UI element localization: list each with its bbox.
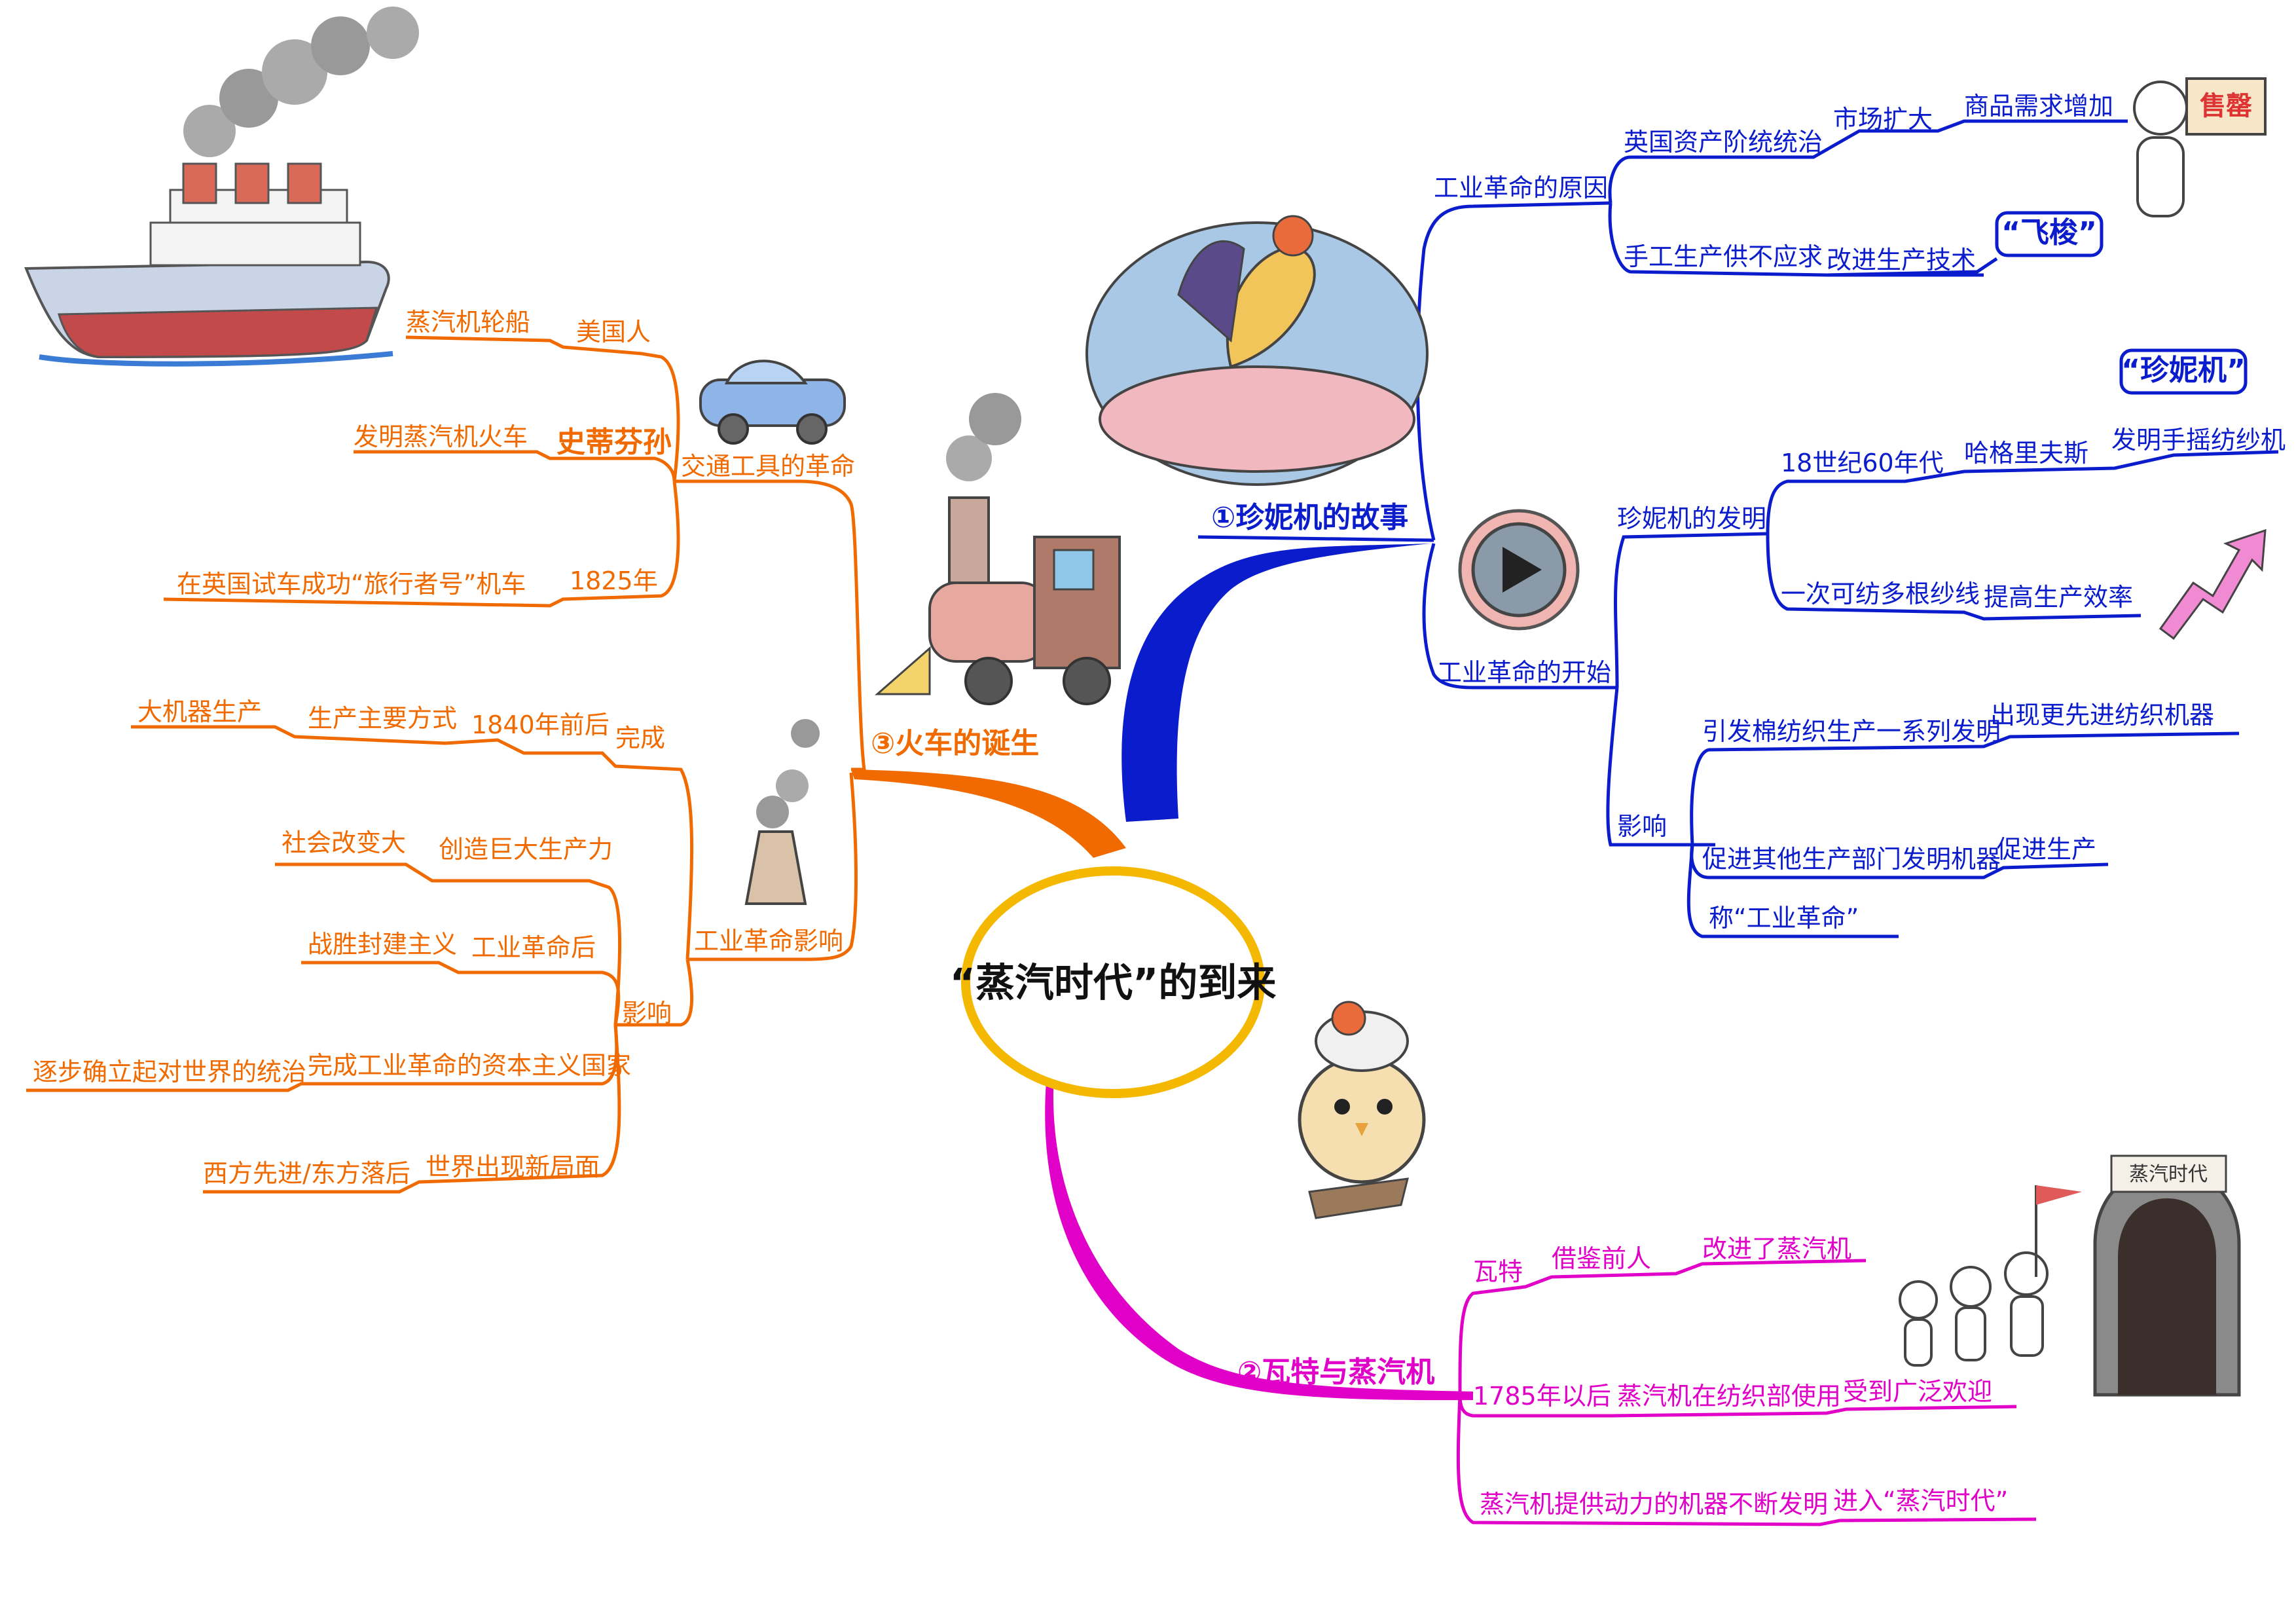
steamship-illustration [24,7,419,367]
watt-item1-a: 借鉴前人 [1552,1244,1651,1273]
start-inv-1: 18世纪60年代 [1781,449,1944,477]
impact-influence: 影响 [622,999,672,1027]
transport-item3-a: 在英国试车成功“旅行者号”机车 [177,570,526,599]
watt-item2-a: 蒸汽机在纺织部使用 [1617,1382,1841,1411]
tunnel-illustration: 蒸汽时代 [2093,1154,2241,1397]
start-inv-1b: 发明手摇纺纱机 [2111,426,2286,454]
start-inv-1a: 哈格里夫斯 [1964,439,2088,468]
impact-inf-3: 完成工业革命的资本主义国家 [308,1051,631,1080]
impact-done-a: 1840年前后 [471,710,610,739]
reason-item1: 英国资产阶统统治 [1624,128,1823,157]
start-inv-2: 一次可纺多根纱线 [1781,580,1980,608]
center-title: “蒸汽时代”的到来 [950,961,1277,1006]
impact-inf-1a: 社会改变大 [282,828,406,857]
sold-out-sign: 售罄 [2200,91,2252,121]
start-impact: 影响 [1617,812,1667,841]
reason-item2: 手工生产供不应求 [1624,242,1823,271]
jenny-labels: ①珍妮机的故事 工业革命的原因 英国资产阶统统治 市场扩大 商品需求增加 手工生… [1211,92,2286,932]
play-button[interactable] [1458,509,1580,631]
watt-labels: ②瓦特与蒸汽机 瓦特 借鉴前人 改进了蒸汽机 1785年以后 蒸汽机在纺织部使用… [1237,1234,2008,1519]
watt-item3: 蒸汽机提供动力的机器不断发明 [1480,1490,1828,1519]
marching-figures [1899,1185,2082,1367]
transport-item2-a: 发明蒸汽机火车 [354,422,528,451]
transport-item1: 美国人 [576,318,651,346]
reason-item1-b: 商品需求增加 [1964,92,2113,120]
reason-item2-a: 改进生产技术 [1827,246,1976,274]
start-imp-1a: 出现更先进纺织机器 [1990,701,2214,729]
transport-item3: 1825年 [570,566,658,595]
rooster-illustration [1085,215,1429,486]
impact-label: 工业革命影响 [694,927,843,955]
main-branch-orange [851,769,1126,858]
start-imp-2: 促进其他生产部门发明机器 [1702,845,2001,874]
branch-watt-title: ②瓦特与蒸汽机 [1237,1356,1434,1389]
branch-watt [1456,1259,2037,1526]
branch-train-title: ③火车的诞生 [871,727,1039,760]
transport-label: 交通工具的革命 [681,452,855,481]
reason-item1-a: 市场扩大 [1833,105,1933,134]
start-label: 工业革命的开始 [1437,658,1611,687]
main-branch-blue [1121,544,1430,822]
impact-done-b: 生产主要方式 [308,704,457,733]
chick-illustration [1298,1001,1426,1219]
watt-item1: 瓦特 [1473,1257,1523,1286]
impact-inf-4: 世界出现新局面 [426,1153,600,1181]
start-inv-2a: 提高生产效率 [1984,583,2133,612]
watt-item2-b: 受到广泛欢迎 [1843,1377,1992,1406]
reason-label: 工业革命的原因 [1434,174,1608,202]
start-imp-2a: 促进生产 [1997,835,2096,864]
watt-item3-a: 进入“蒸汽时代” [1833,1486,2008,1515]
start-inv-1c: “珍妮机” [2121,354,2246,387]
branch-train [26,335,866,1194]
transport-item1-a: 蒸汽机轮船 [406,308,530,337]
watt-item1-b: 改进了蒸汽机 [1702,1234,1851,1263]
impact-done: 完成 [615,724,665,752]
start-imp-3: 称“工业革命” [1709,904,1859,932]
car-illustration [699,360,846,445]
growth-arrow-icon [2159,528,2267,640]
impact-inf-3a: 逐步确立起对世界的统治 [33,1058,306,1086]
transport-item2: 史蒂芬孙 [556,426,672,459]
locomotive-illustration [875,393,1121,705]
play-icon [1503,547,1542,593]
impact-inf-4a: 西方先进/东方落后 [203,1159,410,1188]
sold-out-figure: 售罄 [2133,77,2267,217]
train-labels: ③火车的诞生 交通工具的革命 美国人 蒸汽机轮船 史蒂芬孙 发明蒸汽机火车 18… [33,308,1039,1188]
chimney-illustration [744,719,820,905]
impact-inf-2: 工业革命后 [471,933,596,962]
watt-item2: 1785年以后 [1473,1382,1611,1411]
start-imp-1: 引发棉纺织生产一系列发明 [1702,717,2001,746]
reason-item2-b: “飞梭” [2001,216,2097,249]
impact-inf-1: 创造巨大生产力 [439,835,613,864]
branch-jenny [1197,119,2279,938]
branch-jenny-title: ①珍妮机的故事 [1211,501,1408,534]
impact-inf-2a: 战胜封建主义 [308,930,457,959]
center-node-ring [961,866,1265,1098]
tunnel-sign: 蒸汽时代 [2129,1163,2208,1186]
impact-done-c: 大机器生产 [137,697,262,726]
start-invent: 珍妮机的发明 [1617,504,1766,533]
